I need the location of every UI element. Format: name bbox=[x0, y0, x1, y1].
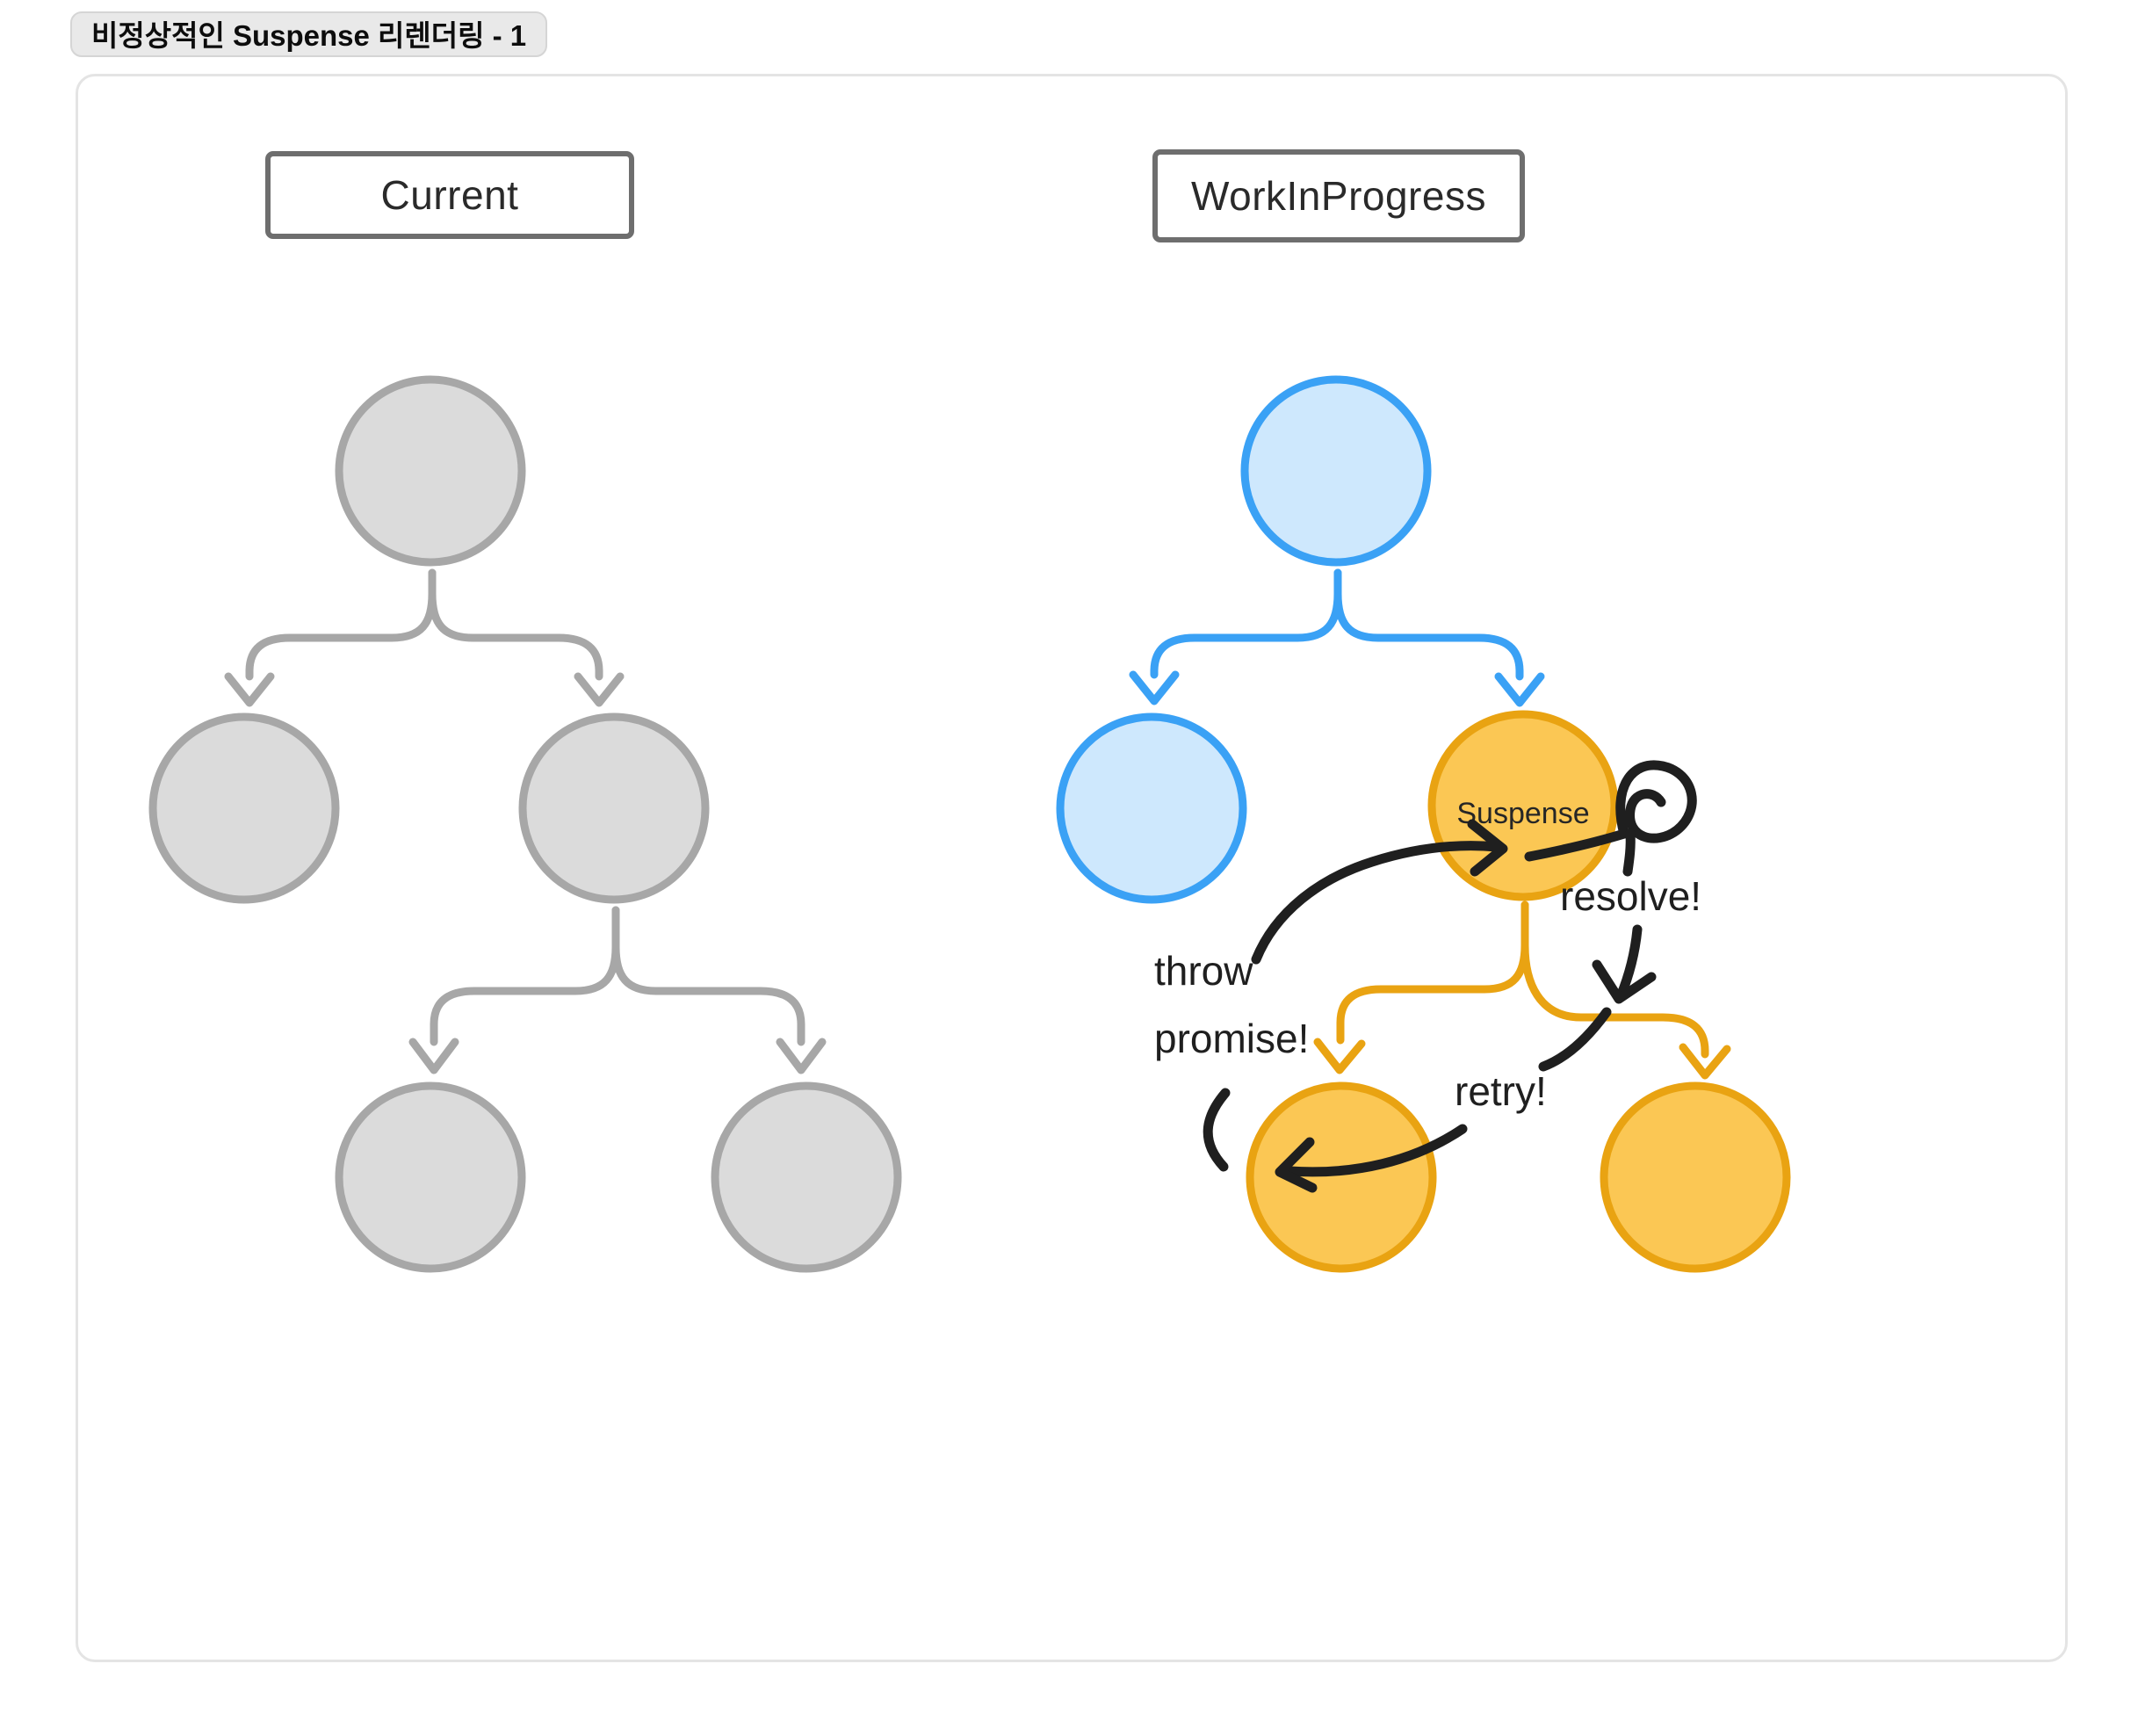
current-root-node bbox=[335, 375, 526, 567]
loop-scribble bbox=[1615, 760, 1697, 843]
current-tree-label-box: Current bbox=[265, 151, 634, 239]
current-right-child-node bbox=[518, 712, 710, 904]
workinprogress-tree-label: WorkInProgress bbox=[1191, 173, 1486, 219]
arrowhead-icon bbox=[224, 672, 275, 707]
loop-scribble-shaft bbox=[1524, 828, 1629, 862]
arrowhead-icon bbox=[776, 1038, 827, 1074]
wip-grandchild-right-node bbox=[1600, 1081, 1791, 1273]
arrowhead-icon bbox=[574, 672, 625, 707]
wip-tree-blue bbox=[1056, 375, 1545, 904]
suspense-branch-right bbox=[1520, 901, 1709, 1059]
wip-root-node bbox=[1240, 375, 1432, 567]
annotation-promise: promise! bbox=[1154, 1016, 1309, 1061]
diagram-card bbox=[76, 74, 2068, 1662]
arrowhead-icon bbox=[1494, 672, 1545, 707]
retry-connector-stroke bbox=[1538, 1007, 1612, 1072]
arrowhead-icon bbox=[1679, 1043, 1731, 1080]
current-child-branch-left bbox=[430, 906, 620, 1046]
current-root-branch-right bbox=[428, 568, 603, 681]
arrowhead-icon bbox=[408, 1038, 459, 1074]
retry-arrow bbox=[1284, 1124, 1468, 1177]
current-child-branch-right bbox=[611, 906, 805, 1046]
resolve-arrowhead-icon bbox=[1592, 959, 1657, 1004]
suspense-branch-left bbox=[1336, 901, 1529, 1045]
wip-grandchild-left-node bbox=[1246, 1081, 1437, 1273]
annotation-resolve: resolve! bbox=[1560, 873, 1701, 919]
current-grandchild-right-node bbox=[711, 1081, 902, 1273]
wip-tree-orange bbox=[1246, 710, 1791, 1273]
current-left-child-node bbox=[148, 712, 340, 904]
current-root-branch-left bbox=[245, 568, 437, 681]
retry-arrowhead-icon bbox=[1275, 1137, 1318, 1193]
current-grandchild-left-node bbox=[335, 1081, 526, 1273]
wip-root-branch-right bbox=[1333, 568, 1524, 681]
arrowhead-icon bbox=[1313, 1038, 1366, 1074]
hand-annotations bbox=[1203, 760, 1697, 1193]
title-badge: 비정상적인 Suspense 리렌더링 - 1 bbox=[70, 11, 548, 57]
throw-promise-arrowhead-icon bbox=[1467, 819, 1508, 877]
paren-stroke bbox=[1203, 1088, 1231, 1172]
throw-promise-arrow bbox=[1251, 841, 1502, 965]
annotation-throw: throw bbox=[1154, 948, 1253, 994]
annotation-retry: retry! bbox=[1455, 1068, 1547, 1114]
workinprogress-tree-label-box: WorkInProgress bbox=[1152, 149, 1525, 242]
wip-root-branch-left bbox=[1150, 568, 1342, 679]
current-tree bbox=[148, 375, 902, 1273]
loop-scribble-tail bbox=[1622, 828, 1636, 877]
current-tree-label: Current bbox=[380, 172, 519, 218]
wip-left-child-node bbox=[1056, 712, 1247, 904]
arrowhead-icon bbox=[1129, 670, 1180, 705]
